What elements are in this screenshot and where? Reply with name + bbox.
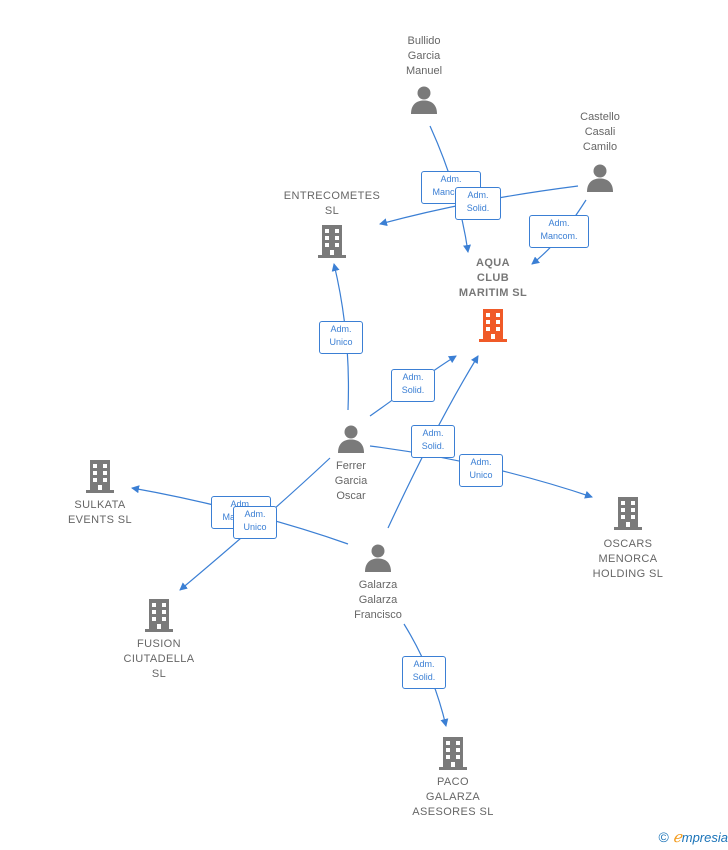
person-icon	[365, 544, 391, 572]
person-icon	[411, 86, 437, 114]
node-label: Bullido Garcia Manuel	[405, 35, 443, 77]
building-icon	[318, 225, 346, 258]
node-aqua-club-maritim[interactable]: AQUA CLUB MARITIM SL	[443, 256, 543, 343]
node-paco[interactable]: PACO GALARZA ASESORES SL	[403, 735, 503, 820]
brand-text: mpresia	[681, 830, 728, 845]
person-icon	[587, 164, 613, 192]
building-icon	[86, 460, 114, 493]
building-icon	[479, 309, 507, 342]
node-label: OSCARS MENORCA HOLDING SL	[592, 538, 664, 580]
node-bullido[interactable]: Bullido Garcia Manuel	[388, 34, 460, 115]
relation-tag[interactable]: Adm. Unico	[319, 321, 363, 354]
node-label: Ferrer Garcia Oscar	[334, 460, 368, 502]
node-label: AQUA CLUB MARITIM SL	[458, 257, 528, 299]
node-label: PACO GALARZA ASESORES SL	[412, 776, 494, 818]
node-fusion[interactable]: FUSION CIUTADELLA SL	[112, 597, 206, 682]
copyright-symbol: ©	[658, 829, 669, 845]
relation-tag[interactable]: Adm. Mancom.	[529, 215, 589, 248]
relation-tag[interactable]: Adm. Unico	[233, 506, 277, 539]
node-label: Galarza Galarza Francisco	[354, 579, 402, 621]
node-ferrer[interactable]: Ferrer Garcia Oscar	[315, 424, 387, 504]
node-oscars[interactable]: OSCARS MENORCA HOLDING SL	[580, 495, 676, 582]
node-label: SULKATA EVENTS SL	[67, 499, 133, 526]
relation-tag[interactable]: Adm. Solid.	[455, 187, 501, 220]
person-icon	[338, 425, 364, 453]
node-castello[interactable]: Castello Casali Camilo	[563, 110, 637, 193]
relation-tag[interactable]: Adm. Solid.	[402, 656, 446, 689]
node-label: FUSION CIUTADELLA SL	[123, 638, 195, 680]
node-entrecometes[interactable]: ENTRECOMETES SL	[276, 189, 388, 259]
building-icon	[614, 497, 642, 530]
relation-tag[interactable]: Adm. Unico	[459, 454, 503, 487]
node-sulkata[interactable]: SULKATA EVENTS SL	[52, 458, 148, 528]
node-label: Castello Casali Camilo	[580, 111, 620, 153]
brand-e: ℯ	[672, 828, 682, 846]
relation-tag[interactable]: Adm. Solid.	[411, 425, 455, 458]
empresia-logo: ©ℯmpresia	[659, 828, 728, 846]
building-icon	[439, 737, 467, 770]
relation-tag[interactable]: Adm. Solid.	[391, 369, 435, 402]
building-icon	[145, 599, 173, 632]
node-galarza[interactable]: Galarza Galarza Francisco	[338, 543, 418, 623]
node-label: ENTRECOMETES SL	[283, 190, 381, 217]
